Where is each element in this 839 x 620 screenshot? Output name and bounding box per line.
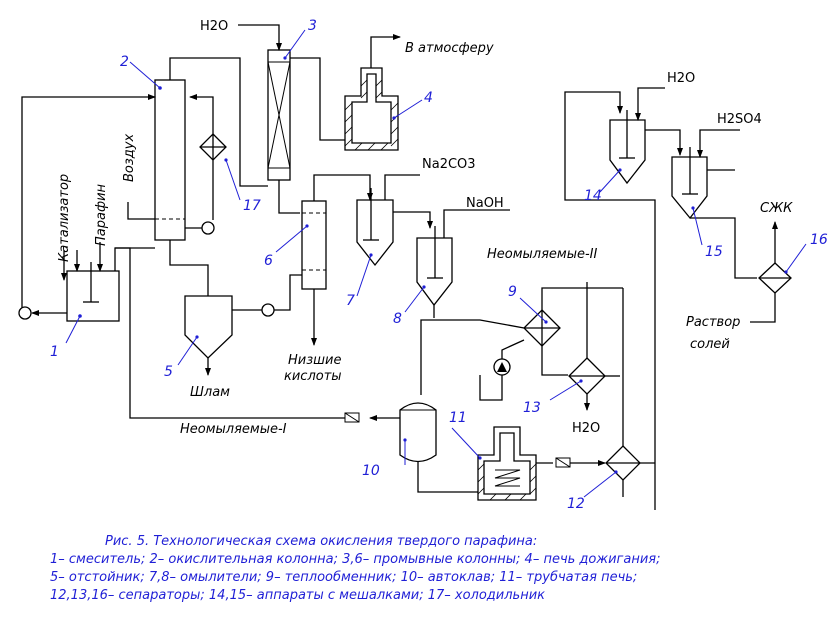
stirred-apparatus-14 bbox=[609, 110, 646, 185]
number-8: 8 bbox=[393, 311, 402, 327]
label-paraffin: Парафин bbox=[94, 183, 109, 246]
heat-exchanger-9 bbox=[523, 309, 561, 347]
settler-5 bbox=[184, 295, 233, 376]
number-1: 1 bbox=[50, 344, 59, 360]
number-11: 11 bbox=[449, 410, 467, 426]
number-10: 10 bbox=[362, 463, 380, 479]
label-sjk: СЖК bbox=[760, 201, 793, 216]
cooler-17 bbox=[199, 133, 228, 162]
number-7: 7 bbox=[346, 293, 355, 309]
label-salt-solution-1: Раствор bbox=[686, 315, 740, 330]
label-naoh: NaOH bbox=[466, 196, 504, 211]
label-salt-solution-2: солей bbox=[690, 337, 730, 352]
number-5: 5 bbox=[164, 364, 173, 380]
leader-lines bbox=[65, 29, 807, 498]
label-unsap-1: Неомыляемые-I bbox=[180, 422, 287, 437]
washing-column-6 bbox=[301, 200, 327, 290]
number-13: 13 bbox=[523, 400, 541, 416]
saponifier-8 bbox=[416, 226, 453, 307]
label-atmosphere: В атмосферу bbox=[405, 41, 494, 56]
number-17: 17 bbox=[243, 198, 261, 214]
number-9: 9 bbox=[508, 284, 517, 300]
number-14: 14 bbox=[584, 188, 602, 204]
autoclave-10 bbox=[399, 402, 437, 463]
tube-furnace-11 bbox=[477, 426, 537, 501]
label-h2o-13: H2O bbox=[572, 421, 600, 436]
caption-line-1: Рис. 5. Технологическая схема окисления … bbox=[105, 534, 537, 549]
mixer-1 bbox=[66, 262, 120, 322]
number-16: 16 bbox=[810, 232, 828, 248]
number-6: 6 bbox=[264, 253, 273, 269]
number-3: 3 bbox=[308, 18, 317, 34]
label-sludge: Шлам bbox=[190, 385, 230, 400]
washing-column-3 bbox=[267, 49, 291, 181]
label-air: Воздух bbox=[122, 134, 137, 182]
caption-line-4: 12,13,16– сепараторы; 14,15– аппараты с … bbox=[50, 588, 545, 603]
number-12: 12 bbox=[567, 496, 585, 512]
label-unsap-2: Неомыляемые-II bbox=[487, 247, 598, 262]
label-h2o-top: H2O bbox=[200, 19, 228, 34]
number-2: 2 bbox=[120, 54, 129, 70]
stirred-apparatus-15 bbox=[671, 147, 708, 220]
label-lower-acids-1: Низшие bbox=[288, 353, 341, 368]
separator-16 bbox=[758, 262, 792, 294]
separator-13 bbox=[568, 357, 606, 395]
number-15: 15 bbox=[705, 244, 723, 260]
number-4: 4 bbox=[424, 90, 433, 106]
caption-line-2: 1– смеситель; 2– окислительная колонна; … bbox=[50, 552, 660, 567]
label-h2so4: H2SO4 bbox=[717, 112, 762, 127]
oxidation-column-2 bbox=[154, 79, 186, 241]
label-h2o-14: H2O bbox=[667, 71, 695, 86]
label-na2co3: Na2CO3 bbox=[422, 157, 476, 172]
caption-line-3: 5– отстойник; 7,8– омылители; 9– теплооб… bbox=[50, 570, 637, 585]
label-catalyst: Катализатор bbox=[57, 174, 72, 262]
label-lower-acids-2: кислоты bbox=[284, 369, 342, 384]
furnace-4 bbox=[344, 67, 399, 151]
saponifier-7 bbox=[356, 188, 394, 267]
separator-12 bbox=[605, 445, 641, 481]
